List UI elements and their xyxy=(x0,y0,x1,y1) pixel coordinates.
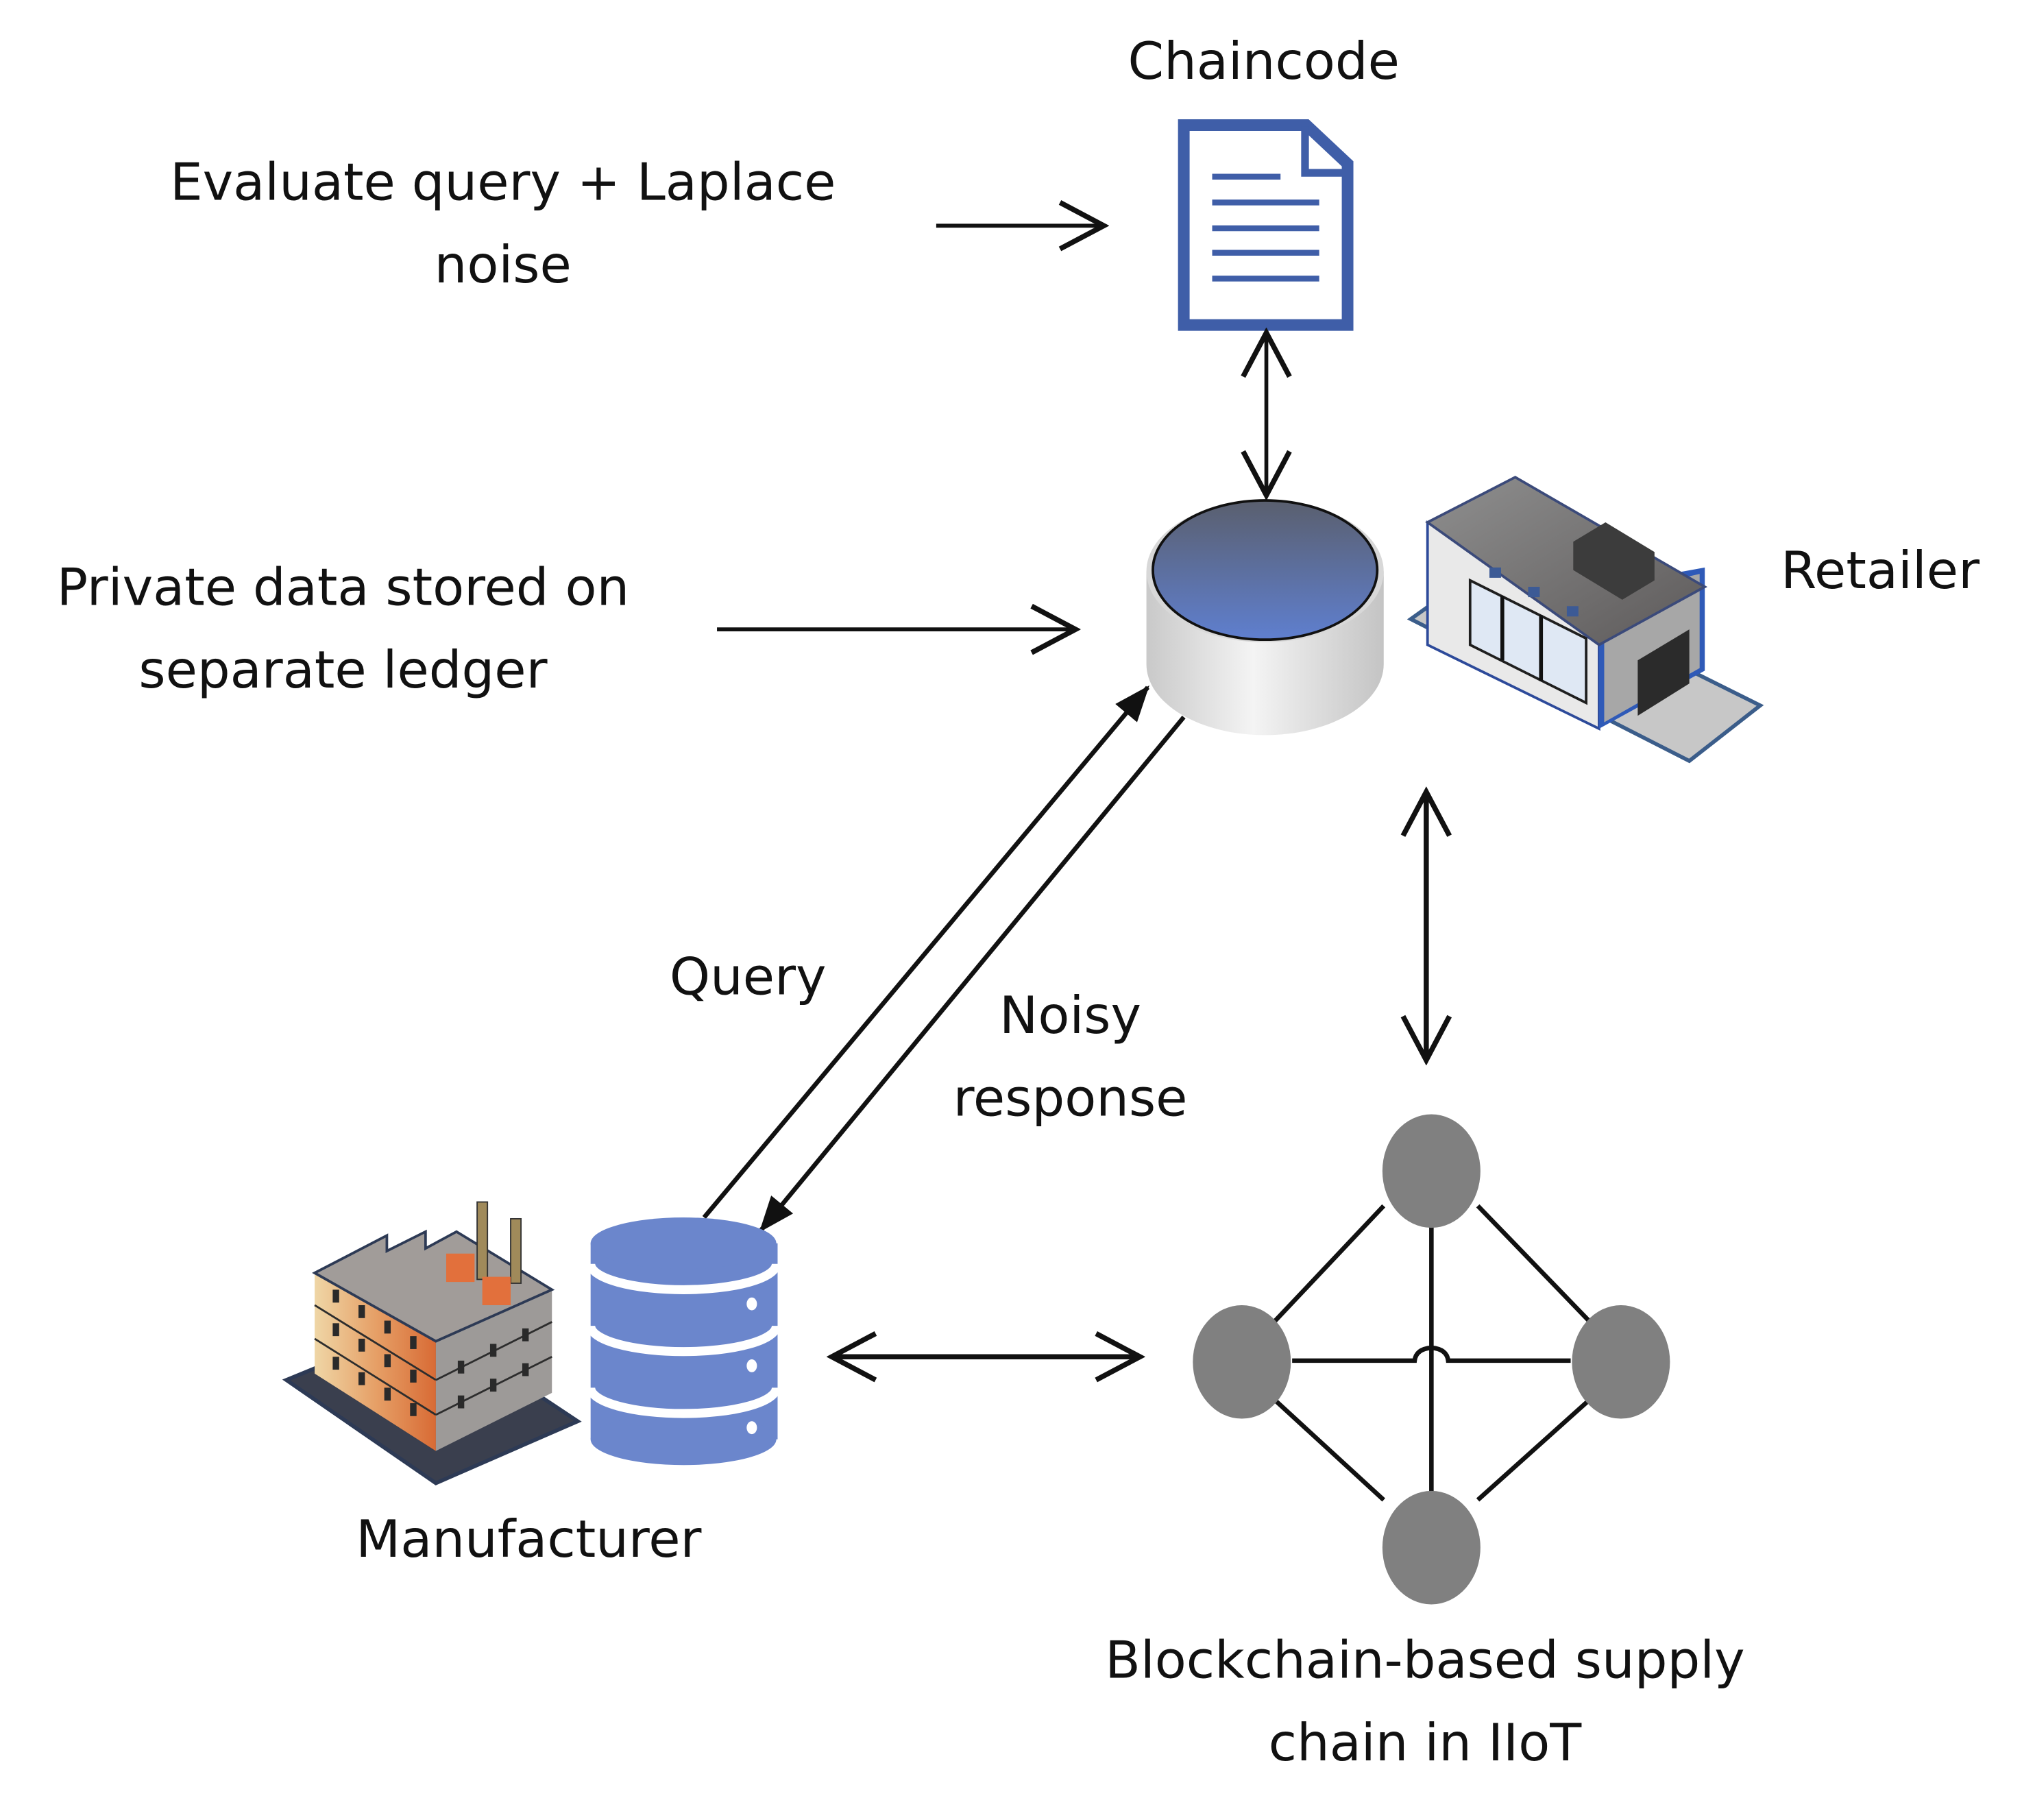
retail-building-icon xyxy=(1406,475,1764,764)
manufacturer-label: Manufacturer xyxy=(356,1510,702,1570)
network-node-top xyxy=(1382,1114,1481,1228)
document-icon xyxy=(1178,119,1354,331)
evaluate-label-line2: noise xyxy=(434,236,572,295)
retailer-label: Retailer xyxy=(1781,542,1980,601)
network-node-bottom xyxy=(1382,1490,1481,1605)
network-node-right xyxy=(1572,1305,1670,1419)
blockchain-label-line2: chain in IIoT xyxy=(1268,1714,1582,1773)
query-arrow xyxy=(702,685,1149,1220)
blockchain-label-line1: Blockchain-based supply xyxy=(1105,1631,1745,1691)
database-stack-icon xyxy=(586,1217,781,1466)
noisy-response-label-line1: Noisy xyxy=(999,986,1142,1046)
factory-icon xyxy=(282,1201,582,1485)
network-graph-icon xyxy=(1272,1204,1592,1502)
network-node-left xyxy=(1193,1305,1291,1419)
noisy-response-label-line2: response xyxy=(953,1069,1188,1129)
query-label: Query xyxy=(669,947,827,1008)
evaluate-label-line1: Evaluate query + Laplace xyxy=(170,153,836,213)
noisy-response-arrow xyxy=(759,715,1186,1233)
private-data-label-line2: separate ledger xyxy=(138,641,548,701)
private-ledger-icon xyxy=(1146,499,1384,736)
private-data-label-line1: Private data stored on xyxy=(56,558,630,618)
chaincode-label: Chaincode xyxy=(1128,32,1400,92)
